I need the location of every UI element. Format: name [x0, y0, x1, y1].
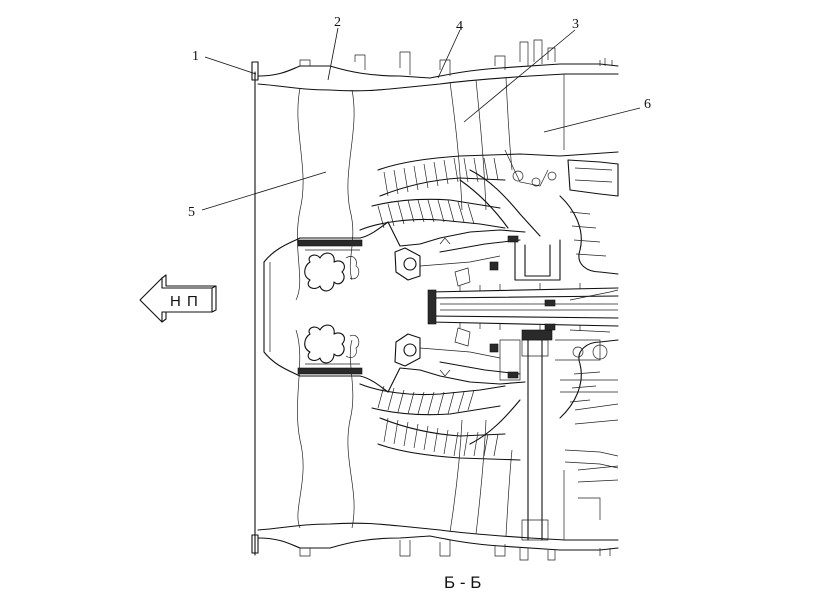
callout-leaders — [201, 27, 641, 211]
booster-bottom — [359, 339, 619, 469]
fan-frame-struts — [387, 221, 526, 393]
flight-direction-arrow: Н П — [139, 274, 217, 323]
detail-hatching — [439, 235, 556, 379]
spinner-cone — [263, 221, 389, 393]
inlet-flange — [251, 61, 259, 556]
outer-casing-top — [257, 39, 619, 92]
callout-6: 6 — [644, 97, 651, 112]
callout-5: 5 — [188, 205, 195, 220]
callout-3: 3 — [572, 17, 579, 32]
arrow-label: Н П — [170, 293, 199, 310]
callout-4: 4 — [456, 19, 463, 34]
radial-drive-shaft — [499, 239, 619, 541]
booster-top — [359, 149, 619, 275]
callouts: 1 2 3 4 5 6 — [188, 15, 651, 220]
section-label: Б - Б — [444, 573, 481, 592]
callout-2: 2 — [334, 15, 341, 30]
fan-disk-cavities — [304, 252, 360, 364]
main-shaft — [427, 283, 619, 331]
outer-casing-bottom — [257, 522, 619, 561]
fan-blade-outlines — [295, 74, 565, 540]
callout-1: 1 — [192, 49, 199, 64]
